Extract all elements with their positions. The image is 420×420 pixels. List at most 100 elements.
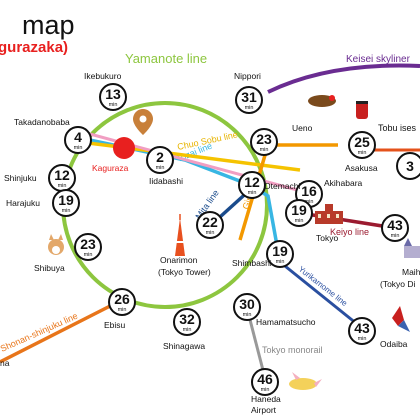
station-label-maihama-sub: (Tokyo Di xyxy=(380,279,416,289)
station-minutes-unit: min xyxy=(84,252,93,258)
station-label-edge-left: na xyxy=(0,358,10,368)
station-circle xyxy=(235,86,263,114)
shibuya-dog-icon xyxy=(48,234,64,255)
station-minutes: 2 xyxy=(156,149,164,165)
station-minutes-unit: min xyxy=(261,387,270,393)
station-label-akihabara: Akihabara xyxy=(324,178,363,188)
monorail-label: Tokyo monorail xyxy=(262,345,323,355)
station-minutes-unit: min xyxy=(248,190,257,196)
station-minutes-unit: min xyxy=(206,230,215,236)
station-label-ebisu: Ebisu xyxy=(104,320,126,330)
station-label-tokyo: Tokyo xyxy=(316,233,338,243)
shonan-label: Shonan-shinjuku line xyxy=(0,311,79,354)
station-minutes: 19 xyxy=(272,243,288,259)
station-label-onarimon-sub: (Tokyo Tower) xyxy=(158,267,211,277)
station-minutes: 3 xyxy=(406,158,414,174)
monorail-line xyxy=(246,311,267,379)
map-title: map xyxy=(22,10,75,40)
station-minutes-unit: min xyxy=(109,102,118,108)
station-circle xyxy=(348,131,376,159)
station-label-harajuku: Harajuku xyxy=(6,198,40,208)
station-minutes: 26 xyxy=(114,291,130,307)
station-circle xyxy=(108,288,136,316)
station-circle xyxy=(64,126,92,154)
yurikamome-label: Yurikamome line xyxy=(297,264,350,308)
station-minutes-unit: min xyxy=(391,233,400,239)
station-minutes-unit: min xyxy=(260,147,269,153)
tobu-label: Tobu ises xyxy=(378,123,417,133)
ueno-food-icon xyxy=(308,95,336,107)
station-minutes: 23 xyxy=(80,236,96,252)
station-label-shibuya: Shibuya xyxy=(34,263,65,273)
station-badge-tobu-edge: 3 xyxy=(396,152,420,180)
station-minutes-unit: min xyxy=(118,307,127,313)
station-circle xyxy=(52,189,80,217)
station-minutes: 30 xyxy=(239,296,255,312)
kagurazaka-label: Kaguraza xyxy=(92,163,129,173)
station-minutes: 12 xyxy=(244,174,260,190)
station-circle xyxy=(251,368,279,396)
map-subtitle: gurazaka) xyxy=(0,39,68,56)
station-minutes: 43 xyxy=(354,320,370,336)
station-minutes: 43 xyxy=(387,217,403,233)
station-circle xyxy=(348,317,376,345)
tokyo-tower-icon xyxy=(172,214,188,256)
shonan-line xyxy=(0,300,119,364)
asakusa-lantern-icon xyxy=(356,101,368,119)
station-label-onarimon: Onarimon xyxy=(160,255,198,265)
station-minutes-unit: min xyxy=(243,312,252,318)
station-label-shinjuku: Shinjuku xyxy=(4,173,37,183)
station-minutes-unit: min xyxy=(183,327,192,333)
station-minutes: 12 xyxy=(54,167,70,183)
station-minutes-unit: min xyxy=(245,105,254,111)
station-circle xyxy=(285,199,313,227)
keisei-skyliner-label: Keisei skyliner xyxy=(346,54,411,65)
station-circle xyxy=(238,171,266,199)
station-minutes: 19 xyxy=(58,192,74,208)
station-minutes: 19 xyxy=(291,202,307,218)
station-circle xyxy=(99,83,127,111)
station-label-odaiba: Odaiba xyxy=(380,339,408,349)
station-minutes: 31 xyxy=(241,89,257,105)
station-label-shinagawa: Shinagawa xyxy=(163,341,205,351)
station-label-hamamatsucho: Hamamatsucho xyxy=(256,317,316,327)
station-minutes: 25 xyxy=(354,134,370,150)
station-minutes-unit: min xyxy=(295,218,304,224)
location-pin-dot xyxy=(139,115,147,123)
station-minutes-unit: min xyxy=(358,336,367,342)
tokyo-station-icon xyxy=(315,204,343,224)
station-circle xyxy=(396,152,420,180)
station-circle xyxy=(173,308,201,336)
station-minutes: 32 xyxy=(179,311,195,327)
station-circle xyxy=(74,233,102,261)
station-circle xyxy=(196,211,224,239)
station-minutes-unit: min xyxy=(74,145,83,151)
station-minutes: 4 xyxy=(74,129,82,145)
station-minutes: 13 xyxy=(105,86,121,102)
station-label-maihama: Maih xyxy=(402,267,420,277)
odaiba-robot-icon xyxy=(392,306,410,332)
yamanote-label: Yamanote line xyxy=(125,51,207,66)
kagurazaka-marker xyxy=(113,137,135,159)
station-minutes-unit: min xyxy=(358,150,367,156)
station-label-asakusa: Asakusa xyxy=(345,163,378,173)
station-minutes-unit: min xyxy=(305,199,314,205)
station-label-takadanobaba: Takadanobaba xyxy=(14,117,70,127)
station-circle xyxy=(233,293,261,321)
